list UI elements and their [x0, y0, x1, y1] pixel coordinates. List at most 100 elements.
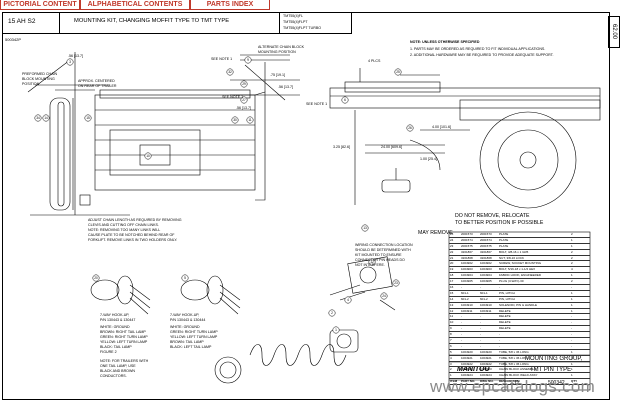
mounting-plate	[109, 129, 201, 176]
callout-number: 1	[335, 328, 337, 332]
description: -	[499, 338, 500, 343]
sheet-cell: 15 AH S2	[2, 12, 60, 34]
callout-number: 9	[247, 58, 249, 62]
drawing-number: 601-1	[480, 290, 488, 295]
part-number: -	[461, 343, 462, 348]
callout-circle	[84, 114, 92, 122]
description: PLATE	[499, 243, 509, 248]
callout-circle	[92, 274, 100, 282]
table-row: 7----	[449, 338, 590, 344]
item-number: 9	[450, 326, 452, 331]
quantity: 1	[571, 373, 573, 378]
callout-circle	[244, 56, 252, 64]
part-number: -	[461, 285, 462, 290]
item-number: 24	[450, 237, 454, 242]
item-number: 2	[450, 367, 452, 372]
callout-circle	[246, 116, 254, 124]
callout-circle	[231, 116, 239, 124]
description: TUBE, 5/8 x 36 LONG	[499, 361, 529, 366]
drawing-number: 1004923	[480, 367, 492, 372]
part-number: 1004923	[461, 367, 473, 372]
quantity: -	[571, 285, 572, 290]
table-row: 2 1004923 1004923 CHAIN BLOCK ASSEMBLY 1	[449, 367, 590, 374]
drawing-number: -	[480, 343, 481, 348]
item-number: 14	[450, 296, 454, 301]
item-number: 5	[450, 349, 452, 354]
quantity: 2	[571, 261, 573, 266]
drawing-number: 1004924	[480, 373, 492, 378]
item-number: 17	[450, 279, 454, 284]
tab-alphabetical-contents[interactable]: ALPHABETICAL CONTENTS	[80, 0, 190, 10]
description: TUBE, 5/8 x 36 LONG	[499, 355, 529, 360]
quantity: 1	[571, 361, 573, 366]
part-number: -	[461, 320, 462, 325]
drawing-number: -	[480, 314, 481, 319]
drawing-number: 1004921	[480, 355, 492, 360]
quantity: 1	[571, 290, 573, 295]
title-cell: MOUNTING KIT, CHANGING MOFFIT TYPE TO TM…	[60, 12, 280, 34]
description: DELETE	[499, 314, 511, 319]
drawing-number: -	[480, 338, 481, 343]
callout-circle	[392, 279, 400, 287]
column-header: DESCRIPTION	[499, 379, 520, 384]
column-header: PART NO.	[461, 379, 476, 384]
model-2: TMT55(4)FLPT	[283, 20, 308, 24]
callout-number: 34	[36, 116, 40, 120]
item-number: 23	[450, 243, 454, 248]
tire-left	[49, 97, 71, 211]
part-number: 601-1	[461, 290, 469, 295]
drawing-number: 2001575	[480, 243, 492, 248]
description: CHAIN BLOCK ASSEMBLY	[499, 367, 536, 372]
part-number: 1004924	[461, 373, 473, 378]
callout-circle	[328, 309, 336, 317]
quantity: -	[571, 314, 572, 319]
drawing-number: 3201868	[480, 255, 492, 260]
description: SCREW, SOCKET MOUNTING	[499, 261, 542, 266]
callout-number: 13	[363, 226, 367, 230]
column-header: ITEM	[450, 379, 458, 384]
tab-pictorial-content[interactable]: PICTORIAL CONTENT	[0, 0, 80, 10]
description: DELETE	[499, 320, 511, 325]
item-number: 11	[450, 314, 454, 319]
tab-parts-index[interactable]: PARTS INDEX	[190, 0, 270, 10]
quantity: -	[571, 332, 572, 337]
callout-number: 5	[184, 276, 186, 280]
quantity: 1	[571, 367, 573, 372]
item-number: 6	[450, 343, 452, 348]
item-number: 3	[450, 361, 452, 366]
table-row: 6----	[449, 344, 590, 350]
callout-number: 14	[44, 116, 48, 120]
drawing-number: -	[480, 332, 481, 337]
callout-circle	[332, 326, 340, 334]
callout-number: 15	[86, 116, 90, 120]
callout-circle	[34, 114, 42, 122]
callout-number: 6	[344, 98, 346, 102]
drawing-number: 1004902	[480, 261, 492, 266]
title-block-row: 15 AH S2 MOUNTING KIT, CHANGING MOFFIT T…	[2, 12, 352, 34]
part-number: -	[461, 338, 462, 343]
part-number: 1004903	[461, 267, 473, 272]
part-number: 2001575	[461, 243, 473, 248]
parts-table-frame	[448, 231, 591, 391]
drawing-number: -	[480, 320, 481, 325]
part-number: 1004920	[461, 349, 473, 354]
quantity: -	[571, 338, 572, 343]
callout-circle	[368, 258, 376, 266]
item-number: 4	[450, 355, 452, 360]
part-number: 3201867	[461, 249, 473, 254]
callout-circle	[66, 58, 74, 66]
drawing-number: 1004910	[480, 302, 492, 307]
quantity: 2	[571, 255, 573, 260]
item-number: 12	[450, 308, 454, 313]
callout-circle	[240, 80, 248, 88]
